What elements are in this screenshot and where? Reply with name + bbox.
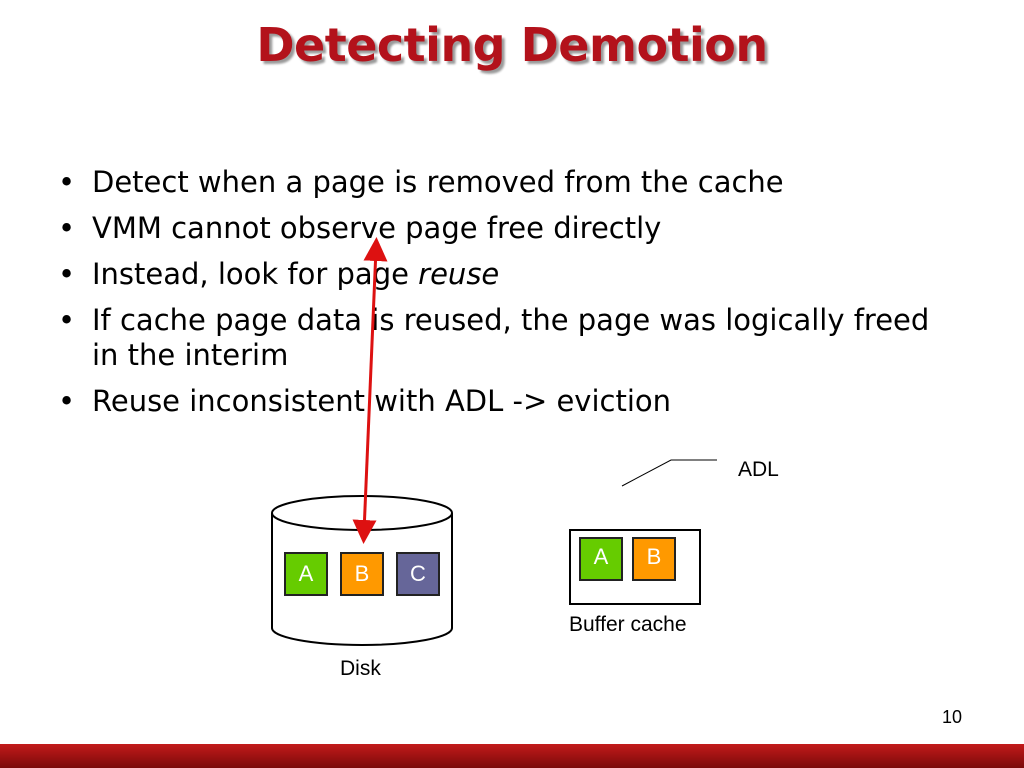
bullet-text: VMM cannot observe page free directly: [92, 211, 662, 245]
bullet-item: • Reuse inconsistent with ADL -> evictio…: [58, 384, 958, 419]
bullet-item: • Instead, look for page reuse: [58, 257, 958, 292]
bullet-dot-icon: •: [58, 303, 76, 337]
bullet-list: • Detect when a page is removed from the…: [58, 165, 958, 430]
footer-bar: [0, 744, 1024, 768]
bullet-item: • VMM cannot observe page free directly: [58, 211, 958, 246]
disk-page-c: C: [396, 552, 440, 596]
bullet-text: Instead, look for page: [92, 257, 419, 291]
bullet-emphasis: reuse: [418, 257, 500, 291]
bullet-item: • Detect when a page is removed from the…: [58, 165, 958, 200]
buffer-cache-label: Buffer cache: [569, 613, 687, 636]
bullet-dot-icon: •: [58, 384, 76, 418]
bullet-item: • If cache page data is reused, the page…: [58, 303, 958, 373]
cache-page-b: B: [632, 537, 676, 581]
slide-title: Detecting Demotion: [256, 18, 768, 72]
bullet-dot-icon: •: [58, 257, 76, 291]
bullet-text: If cache page data is reused, the page w…: [92, 303, 930, 372]
adl-label: ADL: [738, 458, 779, 481]
page-number: 10: [941, 707, 962, 727]
bullet-text: Detect when a page is removed from the c…: [92, 165, 784, 199]
cache-page-a: A: [579, 537, 623, 581]
bullet-dot-icon: •: [58, 165, 76, 199]
disk-label: Disk: [340, 657, 381, 680]
adl-pointer-line: [621, 459, 717, 487]
bullet-dot-icon: •: [58, 211, 76, 245]
disk-page-b: B: [340, 552, 384, 596]
bullet-text: Reuse inconsistent with ADL -> eviction: [92, 384, 672, 418]
disk-page-a: A: [284, 552, 328, 596]
